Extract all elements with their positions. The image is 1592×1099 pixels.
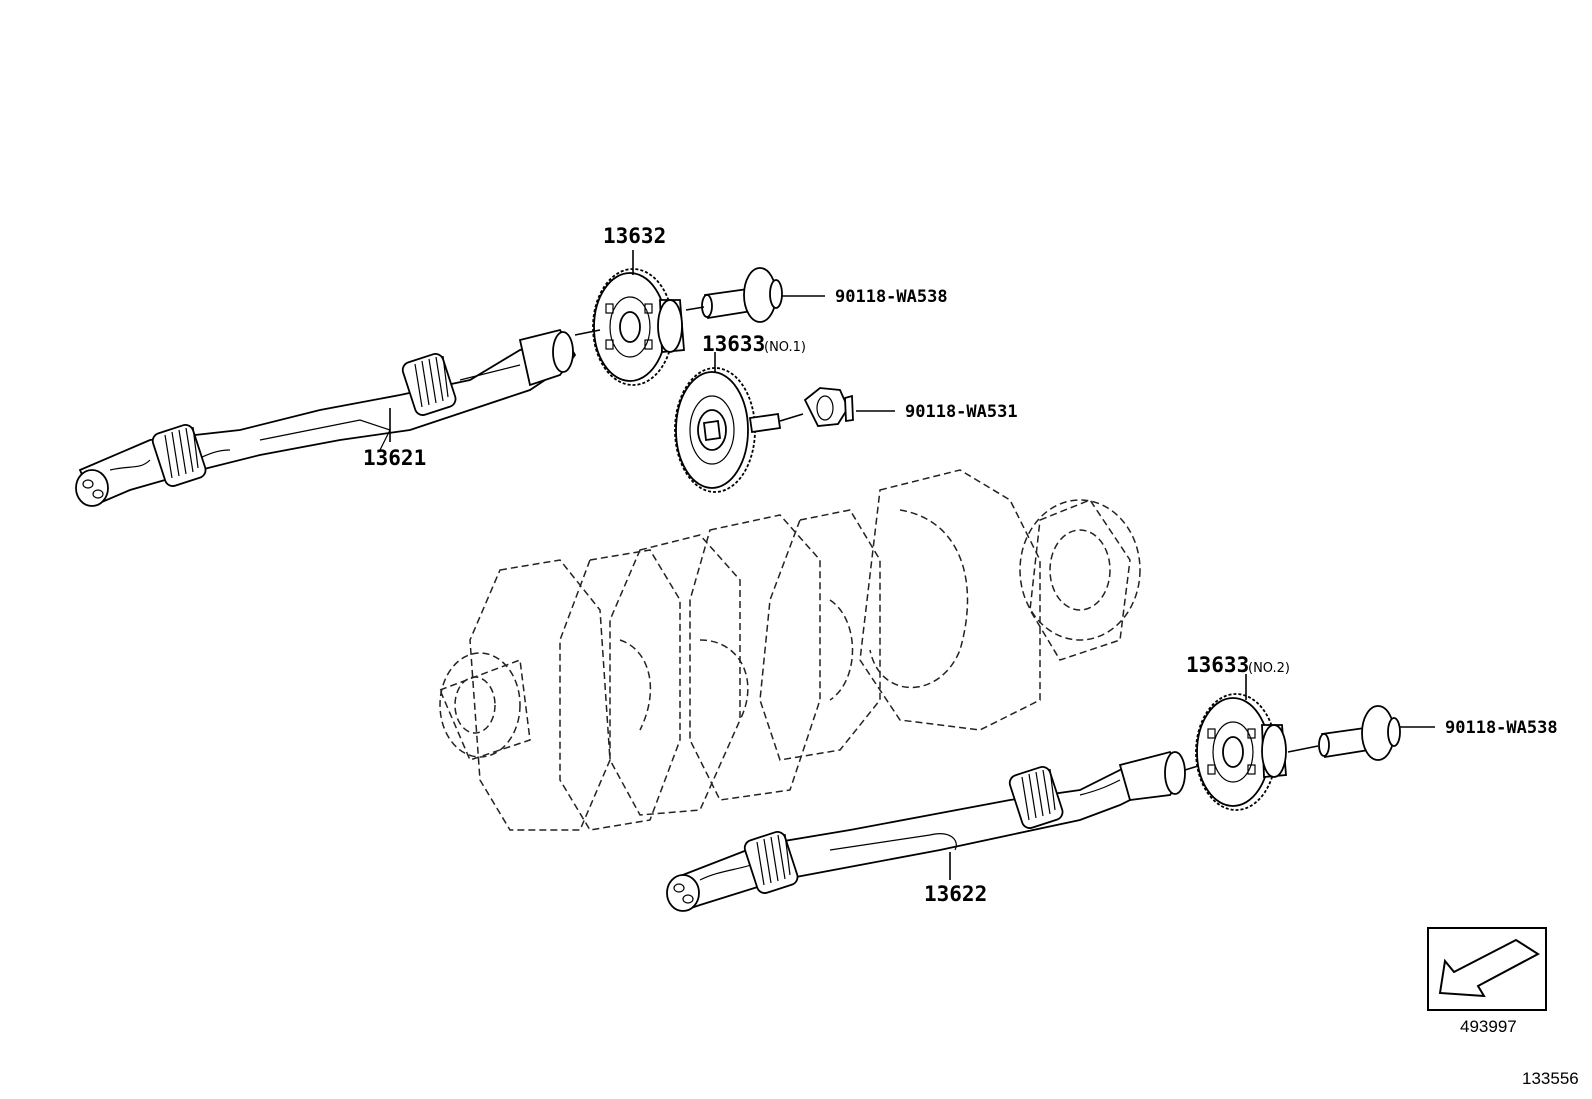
label-13632: 13632 xyxy=(603,224,666,248)
label-13622: 13622 xyxy=(924,882,987,906)
balance-shaft-13621[interactable] xyxy=(75,328,577,507)
view-direction-box xyxy=(1427,927,1547,1011)
idler-gear-13633-no1[interactable] xyxy=(674,367,782,493)
needle-bearing-left xyxy=(151,424,207,487)
label-13633-no1-suffix: (NO.1) xyxy=(764,340,806,355)
label-bolt-lower: 90118-WA538 xyxy=(1445,718,1558,738)
needle-bearing-lower-right xyxy=(1008,766,1064,829)
bolt-upper[interactable] xyxy=(701,267,783,323)
label-13633-no2: 13633 xyxy=(1186,653,1249,677)
view-indicator-code: 493997 xyxy=(1460,1017,1517,1036)
label-bolt-upper: 90118-WA538 xyxy=(835,287,948,307)
driven-gear-13632[interactable] xyxy=(592,268,685,386)
idler-gear-13633-no2[interactable] xyxy=(1195,693,1287,811)
nut-upper[interactable] xyxy=(803,387,854,427)
needle-bearing-lower-left xyxy=(743,831,799,894)
label-13621: 13621 xyxy=(363,446,426,470)
illustration-id: 133556 xyxy=(1522,1069,1579,1088)
arrow-icon xyxy=(1438,938,1540,998)
bolt-lower[interactable] xyxy=(1318,705,1401,761)
balance-shaft-13622[interactable] xyxy=(666,750,1186,912)
crankshaft-phantom xyxy=(439,469,1141,831)
leader-lines xyxy=(389,250,1435,880)
needle-bearing-right xyxy=(401,353,457,416)
label-13633-no2-suffix: (NO.2) xyxy=(1248,661,1290,676)
label-13633-no1: 13633 xyxy=(702,332,765,356)
label-nut-upper: 90118-WA531 xyxy=(905,402,1018,422)
